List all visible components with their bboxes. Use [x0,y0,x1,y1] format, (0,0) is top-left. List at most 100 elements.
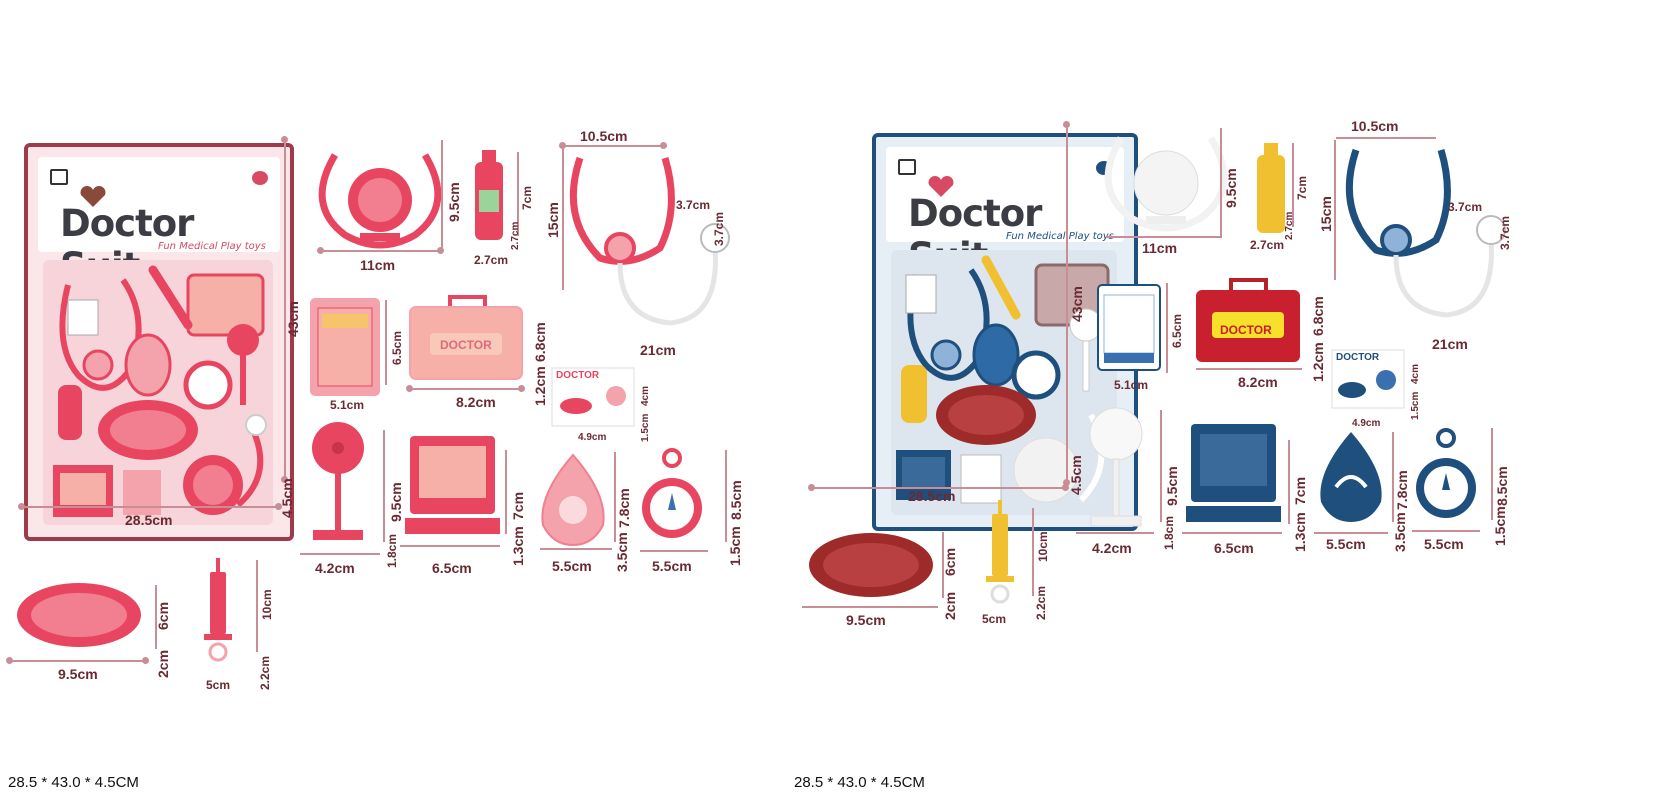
tray-depth-label: 2cm [155,649,171,678]
stethoscope-width-label: 10.5cm [580,128,628,144]
watch-height-label: 8.5cm [728,480,744,520]
heart-icon [80,186,106,207]
bottle-image [475,150,503,240]
stethoscope-head-h-label: 3.7cm [712,211,726,246]
mask-depth-label: 3.5cm [1392,512,1408,552]
id-card-depth-label: 1.5cm [640,413,651,442]
id-card-title: DOCTOR [556,370,600,381]
pink-panel: Doctor Suit Fun Medical Play toys [6,128,744,791]
product-card: Doctor Suit Fun Medical Play toys [872,133,1138,531]
syringe-width-label: 5cm [982,612,1007,626]
watch-depth-label: 1.5cm [1492,506,1508,546]
monitor-height-label: 7cm [1292,476,1308,505]
watch-width-label: 5.5cm [652,558,692,574]
watch-height-label: 8.5cm [1494,466,1510,506]
kidney-tray-image [17,583,141,647]
pad-width-label: 11cm [360,257,396,273]
tray-width-label: 9.5cm [58,666,98,682]
brand-logo-icon [898,159,916,175]
stethoscope-height-label: 15cm [545,202,561,238]
card-header: Doctor Suit Fun Medical Play toys [886,147,1124,278]
id-card-image [1331,349,1405,409]
mirror-depth-label: 1.8cm [385,533,399,568]
clipboard-image [310,298,380,396]
stethoscope-length-label: 21cm [640,342,676,358]
stethoscope-head-w-label: 3.7cm [1448,200,1483,214]
blue-panel: Doctor Suit Fun Medical Play toys 43cm [794,0,1672,800]
monitor-image [1186,424,1281,522]
card-items-illustration [891,250,1117,515]
case-depth-label: 1.2cm [532,366,548,406]
product-card: Doctor Suit Fun Medical Play toys [24,143,294,541]
pocket-watch-image [1416,428,1476,518]
id-card-image [551,367,635,427]
kidney-tray-image [809,533,933,597]
clipboard-height-label: 6.5cm [1170,313,1184,348]
clipboard-width-label: 5.1cm [1114,378,1149,392]
id-card-height-label: 4cm [1410,363,1421,384]
stethoscope-head-w-label: 3.7cm [676,198,711,212]
mask-height-label: 7.8cm [1394,470,1410,510]
monitor-depth-label: 1.3cm [1292,512,1308,552]
monitor-height-label: 7cm [510,491,526,520]
stethoscope-image [1345,148,1506,318]
monitor-width-label: 6.5cm [432,560,472,576]
mirror-height-label: 9.5cm [388,482,404,522]
stethoscope-width-label: 10.5cm [1351,118,1399,134]
syringe-height-label: 10cm [260,589,274,620]
mask-width-label: 5.5cm [552,558,592,574]
tray-height-label: 6cm [155,601,171,630]
syringe-depth-label: 2.2cm [258,655,272,690]
footer-dimensions-left: 28.5 * 43.0 * 4.5CM [8,774,139,791]
syringe-image [204,558,232,662]
head-mirror-image [1089,407,1143,527]
pad-height-label: 9.5cm [1223,168,1239,208]
clipboard-width-label: 5.1cm [330,398,365,412]
reflex-pad-image [318,153,442,249]
id-card-height-label: 4cm [640,385,651,406]
syringe-height-label: 10cm [1036,531,1050,562]
id-card-depth-label: 1.5cm [1410,391,1421,420]
mask-width-label: 5.5cm [1326,536,1366,552]
id-card-title: DOCTOR [1336,352,1380,363]
card-subtitle: Fun Medical Play toys [1006,231,1114,242]
heart-icon [928,176,954,197]
pocket-watch-image [642,448,702,538]
monitor-width-label: 6.5cm [1214,540,1254,556]
footer-dimensions-right: 28.5 * 43.0 * 4.5CM [794,774,925,791]
mirror-width-label: 4.2cm [315,560,355,576]
card-depth-label: 4.5cm [1068,455,1084,495]
monitor-image [405,436,500,534]
syringe-image [986,500,1014,604]
oxygen-mask-image [541,453,605,547]
mirror-height-label: 9.5cm [1164,466,1180,506]
brand-logo-icon [50,169,68,185]
pad-height-label: 9.5cm [446,182,462,222]
tray-width-label: 9.5cm [846,612,886,628]
id-card-width-label: 4.9cm [1352,418,1381,429]
card-subtitle: Fun Medical Play toys [158,241,266,252]
stethoscope-head-h-label: 3.7cm [1498,215,1512,250]
card-width-label: 28.5cm [908,488,956,504]
mask-height-label: 7.8cm [616,488,632,528]
card-header: Doctor Suit Fun Medical Play toys [38,157,280,288]
tray-height-label: 6cm [942,547,958,576]
card-items-illustration [43,260,273,525]
case-height-label: 6.8cm [532,322,548,362]
id-card-width-label: 4.9cm [578,432,607,443]
card-depth-label: 4.5cm [279,478,295,518]
case-width-label: 8.2cm [1238,374,1278,390]
stethoscope-image [569,156,730,326]
mask-depth-label: 3.5cm [614,532,630,572]
pad-width-label: 11cm [1142,240,1178,256]
mirror-depth-label: 1.8cm [1162,515,1176,550]
bottle-depth-label: 2.7cm [1284,211,1295,240]
clipboard-height-label: 6.5cm [390,330,404,365]
case-height-label: 6.8cm [1310,296,1326,336]
stethoscope-height-label: 15cm [1318,196,1334,232]
reflex-pad-image [1104,136,1228,232]
bottle-width-label: 2.7cm [1250,238,1285,252]
doctor-case-image [1196,278,1300,362]
oxygen-mask-image [1320,432,1382,522]
bottle-image [1257,143,1285,233]
